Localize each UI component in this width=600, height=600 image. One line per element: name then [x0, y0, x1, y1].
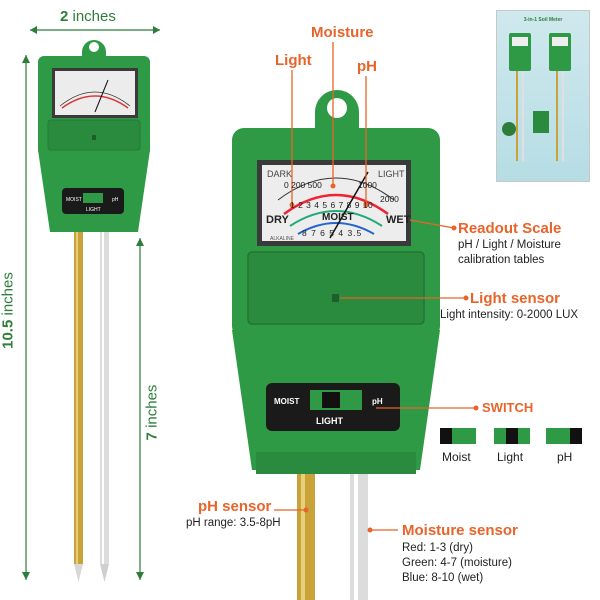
- width-unit: inches: [68, 8, 116, 25]
- meter-face: [257, 160, 411, 246]
- large-meter-probes: [297, 474, 368, 600]
- svg-text:MOIST: MOIST: [66, 197, 82, 203]
- callout-lines: [274, 42, 476, 531]
- light-callout: Light: [275, 52, 312, 69]
- switch-ph-text: pH: [372, 397, 383, 406]
- face-light-scale-max: 2000: [380, 194, 399, 204]
- light-sensor-desc: Light intensity: 0-2000 LUX: [440, 309, 579, 321]
- switch-state-icons: [440, 428, 582, 444]
- light-sensor-title: Light sensor: [470, 290, 561, 307]
- probe-dimension-line: [136, 238, 144, 580]
- face-light-label: LIGHT: [378, 169, 405, 179]
- svg-text:pH: pH: [112, 197, 119, 203]
- face-dry-label: DRY: [266, 214, 289, 226]
- moisture-sensor-blue: Blue: 8-10 (wet): [402, 572, 484, 584]
- readout-scale-desc-1: pH / Light / Moisture: [458, 239, 561, 251]
- width-dimension-line: [30, 26, 160, 34]
- svg-text:LIGHT: LIGHT: [86, 207, 101, 213]
- height-dimension-line: [22, 55, 30, 580]
- switch-light-text: LIGHT: [316, 416, 343, 426]
- package-photo: 3-in-1 Soil Meter: [496, 10, 590, 182]
- small-meter-housing: MOIST pH LIGHT: [38, 40, 150, 232]
- moisture-sensor-green: Green: 4-7 (moisture): [402, 557, 512, 569]
- switch-moist-text: MOIST: [274, 397, 300, 406]
- moisture-sensor-red: Red: 1-3 (dry): [402, 542, 473, 554]
- moisture-callout: Moisture: [311, 24, 374, 41]
- width-number: 2: [60, 8, 69, 25]
- face-light-scale-high: 1000: [358, 180, 377, 190]
- ph-sensor-title: pH sensor: [198, 498, 272, 515]
- face-ph-scale: 8 7 6 5 4 3.5: [302, 228, 363, 238]
- moisture-sensor-title: Moisture sensor: [402, 522, 518, 539]
- face-moist-scale: 1 2 3 4 5 6 7 8 9 10: [290, 200, 374, 210]
- face-alkaline-label: ALKALINE: [270, 236, 294, 242]
- large-meter-hanger: [315, 90, 359, 130]
- face-dark-label: DARK: [267, 169, 293, 179]
- switch-state-light: Light: [497, 450, 524, 464]
- readout-scale-desc-2: calibration tables: [458, 254, 545, 266]
- ph-callout: pH: [357, 58, 377, 75]
- ph-sensor-desc: pH range: 3.5-8pH: [186, 517, 281, 529]
- face-moist-label: MOIST: [322, 212, 354, 223]
- small-meter-probes: [74, 232, 109, 582]
- face-wet-label: WET: [386, 214, 411, 226]
- switch-state-ph: pH: [557, 450, 573, 464]
- switch-panel: [266, 383, 400, 431]
- light-sensor-window: [247, 251, 425, 325]
- readout-scale-title: Readout Scale: [458, 220, 562, 237]
- switch-state-moist: Moist: [442, 450, 471, 464]
- package-meters-icon: [502, 33, 571, 161]
- callout-dots: [289, 183, 479, 533]
- width-dimension-label: 2 inches: [60, 8, 116, 25]
- switch-title: SWITCH: [482, 400, 534, 415]
- package-title: 3-in-1 Soil Meter: [523, 17, 563, 23]
- face-light-scale: 0 200 500: [284, 180, 322, 190]
